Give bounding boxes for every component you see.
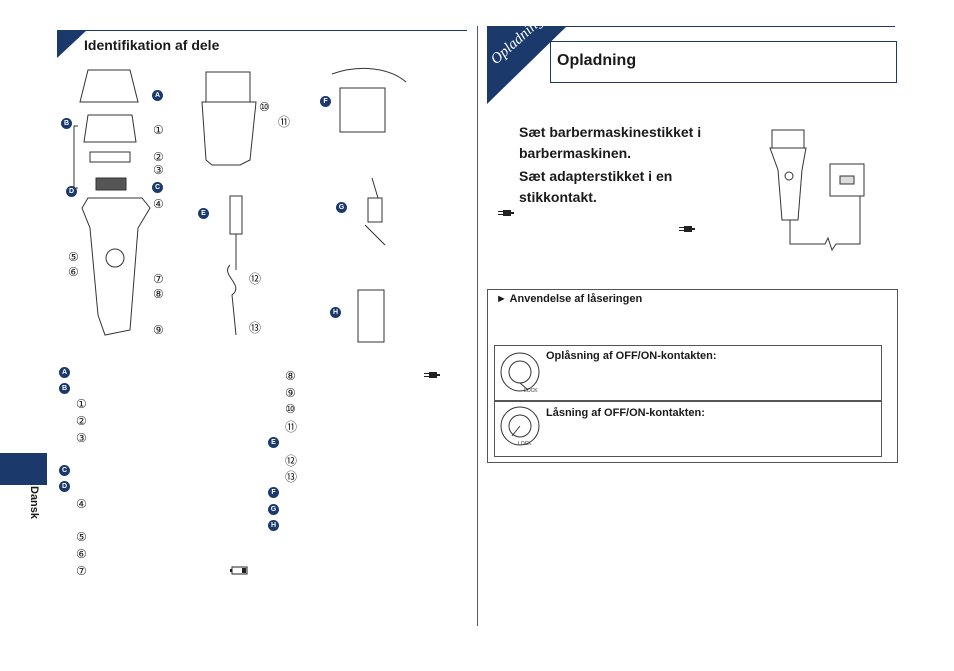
callout-4: ④ <box>153 197 164 211</box>
part-marker-a: A <box>152 90 163 101</box>
shaver-back-shape <box>201 101 257 166</box>
lock-ring-panel <box>487 289 898 463</box>
language-label: Dansk <box>28 486 40 520</box>
language-tab <box>0 453 47 485</box>
legend-6: ⑥ <box>76 547 87 561</box>
header-rule-right <box>487 26 895 27</box>
legend-c: C <box>59 465 70 476</box>
callout-11: ⑪ <box>278 115 291 129</box>
callout-8: ⑧ <box>153 287 164 301</box>
step-1-text: Sæt barbermaskinestikket i barbermaskine… <box>519 124 702 161</box>
callout-2: ② <box>153 150 164 164</box>
protective-cap-shape <box>79 69 139 103</box>
shaver-head-shape <box>205 71 251 103</box>
callout-7: ⑦ <box>153 272 164 286</box>
unlock-title: Oplåsning af OFF/ON-kontakten: <box>546 350 717 362</box>
legend-10: ⑩ <box>285 402 296 416</box>
callout-3: ③ <box>153 163 164 177</box>
callout-13: ⑬ <box>249 321 262 335</box>
comb-trimmer-shape <box>95 177 127 191</box>
plug-icon <box>498 210 514 216</box>
part-marker-c: C <box>152 182 163 193</box>
part-marker-f: F <box>320 96 331 107</box>
legend-12: ⑫ <box>285 454 298 468</box>
part-marker-g: G <box>336 202 347 213</box>
legend-13: ⑬ <box>285 470 298 484</box>
lock-word-lock: LOCK <box>518 441 532 447</box>
lock-word-unlock: LOCK <box>524 388 538 394</box>
brush-shape <box>367 197 383 223</box>
plug-icon <box>424 372 440 378</box>
adapter-cord-shape <box>227 234 237 336</box>
unlock-dial-icon: LOCK <box>500 352 540 394</box>
charging-title-box <box>550 41 897 83</box>
part-marker-h: H <box>330 307 341 318</box>
callout-9: ⑨ <box>153 323 164 337</box>
legend-h: H <box>268 520 279 531</box>
callout-5: ⑤ <box>68 250 79 264</box>
charging-title: Opladning <box>557 52 637 69</box>
outer-foil-shape <box>83 114 137 143</box>
callout-12: ⑫ <box>249 272 262 286</box>
callout-6: ⑥ <box>68 265 79 279</box>
legend-4: ④ <box>76 497 87 511</box>
legend-7: ⑦ <box>76 564 87 578</box>
charging-illustration <box>769 129 865 252</box>
parts-illustration <box>73 67 407 343</box>
legend-5: ⑤ <box>76 530 87 544</box>
power-switch-shape <box>105 248 125 268</box>
plug-icon <box>679 226 695 232</box>
part-marker-d: D <box>66 186 77 197</box>
callout-10: ⑩ <box>259 100 270 114</box>
unlock-box <box>494 345 882 401</box>
oil-bottle-shape <box>357 289 385 343</box>
section-title: Identifikation af dele <box>84 37 220 53</box>
legend-1: ① <box>76 397 87 411</box>
section-corner-triangle <box>57 30 87 58</box>
lock-box <box>494 401 882 457</box>
pouch-shape <box>339 87 386 133</box>
legend-8: ⑧ <box>285 369 296 383</box>
legend-2: ② <box>76 414 87 428</box>
lock-dial-icon: LOCK <box>500 406 540 447</box>
legend-11: ⑪ <box>285 420 298 434</box>
legend-e: E <box>268 437 279 448</box>
charging-corner-triangle <box>487 26 567 104</box>
legend-b: B <box>59 383 70 394</box>
part-marker-b: B <box>61 118 72 129</box>
adapter-shape <box>229 195 243 235</box>
callout-1: ① <box>153 123 164 137</box>
legend-f: F <box>268 487 279 498</box>
inner-blade-shape <box>89 151 131 163</box>
legend-a: A <box>59 367 70 378</box>
header-rule-left <box>57 30 467 31</box>
lock-ring-heading: ► Anvendelse af låseringen <box>496 293 643 305</box>
battery-icon <box>230 566 248 575</box>
lock-title: Låsning af OFF/ON-kontakten: <box>546 407 705 419</box>
legend-d: D <box>59 481 70 492</box>
part-marker-e: E <box>198 208 209 219</box>
legend-3: ③ <box>76 431 87 445</box>
legend-9: ⑨ <box>285 386 296 400</box>
step-2-text: Sæt adapterstikket i en stikkontakt. <box>519 168 673 205</box>
column-divider <box>477 26 478 626</box>
legend-g: G <box>268 504 279 515</box>
